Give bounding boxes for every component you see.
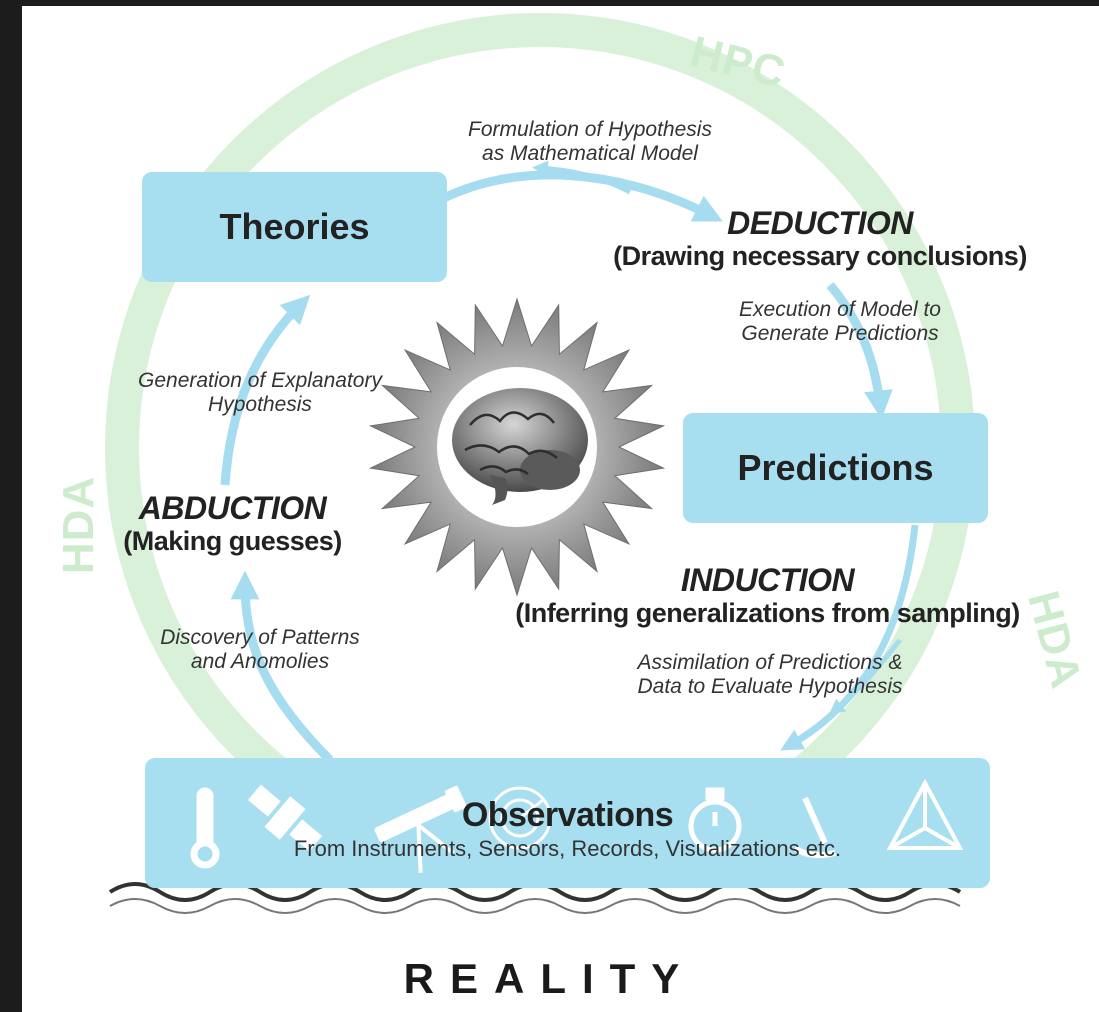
- induction-title: INDUCTION: [680, 562, 855, 598]
- generation-line-2: Hypothesis: [208, 393, 312, 416]
- arrow-abduction-to-theories: [220, 294, 311, 486]
- execution-line-2: Generate Predictions: [741, 322, 939, 345]
- observation-icons: [190, 778, 964, 873]
- formulation-line-2: as Mathematical Model: [482, 142, 698, 165]
- assimilation-line-1: Assimilation of Predictions &: [637, 651, 903, 674]
- discovery-line-2: and Anomolies: [190, 650, 330, 673]
- observations-title: Observations: [461, 796, 674, 834]
- arrow-assimilation-inward: [828, 638, 902, 715]
- predictions-box: Predictions: [683, 413, 988, 523]
- radar-icon: [488, 786, 552, 850]
- formulation-label: Formulation of Hypothesis as Mathematica…: [420, 118, 760, 166]
- execution-line-1: Execution of Model to: [739, 298, 941, 321]
- arrow-predictions-to-observations: [780, 524, 919, 751]
- arrow-hypothesis-return: [532, 160, 632, 195]
- discovery-label: Discovery of Patterns and Anomolies: [120, 626, 400, 674]
- satellite-icon: [247, 784, 323, 852]
- theories-label: Theories: [219, 206, 370, 247]
- telescope-icon: [374, 785, 467, 873]
- assimilation-line-2: Data to Evaluate Hypothesis: [637, 675, 903, 698]
- induction-subtitle: (Inferring generalizations from sampling…: [515, 598, 1020, 628]
- induction-step: INDUCTION (Inferring generalizations fro…: [490, 562, 1045, 628]
- reality-label: REALITY: [403, 955, 696, 1002]
- abduction-subtitle: (Making guesses): [123, 526, 342, 556]
- tetrahedron-icon: [886, 778, 964, 850]
- arrow-observations-to-abduction: [230, 570, 334, 764]
- microscope-icon: [793, 796, 836, 859]
- thermometer-icon: [190, 787, 220, 869]
- observations-subtitle: From Instruments, Sensors, Records, Visu…: [293, 836, 842, 861]
- assimilation-label: Assimilation of Predictions & Data to Ev…: [590, 651, 950, 699]
- brain-icon: [452, 388, 588, 505]
- abduction-title: ABDUCTION: [138, 490, 327, 526]
- theories-box: Theories: [142, 172, 447, 282]
- stopwatch-icon: [688, 787, 742, 853]
- generation-label: Generation of Explanatory Hypothesis: [95, 369, 425, 417]
- generation-line-1: Generation of Explanatory: [138, 369, 382, 392]
- execution-label: Execution of Model to Generate Predictio…: [690, 298, 990, 346]
- abduction-step: ABDUCTION (Making guesses): [100, 490, 365, 556]
- deduction-subtitle: (Drawing necessary conclusions): [613, 241, 1027, 271]
- hda-ring-label-left: HDA: [54, 475, 104, 575]
- deduction-step: DEDUCTION (Drawing necessary conclusions…: [585, 205, 1055, 271]
- predictions-label: Predictions: [737, 447, 934, 488]
- discovery-line-1: Discovery of Patterns: [160, 626, 360, 649]
- observations-box: Observations From Instruments, Sensors, …: [145, 758, 990, 888]
- arrow-theories-to-deduction: [437, 170, 723, 222]
- deduction-title: DEDUCTION: [727, 205, 913, 241]
- arrow-deduction-to-predictions: [826, 282, 893, 420]
- formulation-line-1: Formulation of Hypothesis: [468, 118, 712, 141]
